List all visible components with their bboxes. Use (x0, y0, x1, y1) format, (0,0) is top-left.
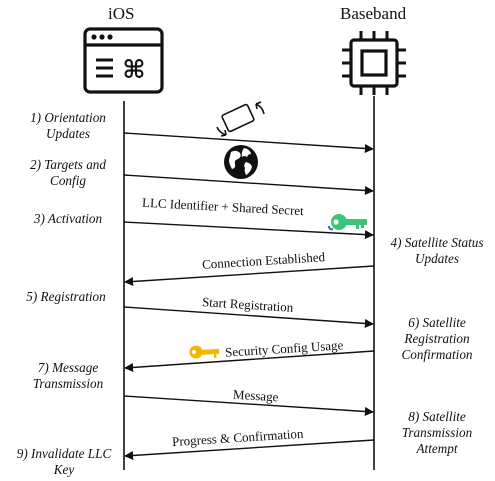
arrow-llc-identifier (123, 221, 374, 240)
step-6-note: 6) Satellite Registration Confirmation (384, 315, 490, 363)
globe-icon (224, 145, 258, 179)
step-2-line-2: Config (50, 173, 86, 188)
step-4-line-1: 4) Satellite Status (390, 235, 484, 250)
step-6-line-1: 6) Satellite (408, 315, 466, 330)
step-3-note: 3) Activation (18, 211, 118, 227)
message-message: Message (232, 386, 279, 405)
step-1-line-2: Updates (46, 126, 90, 141)
key-icon (328, 214, 367, 231)
arrow-targets-config (123, 174, 374, 195)
processor-chip-icon (342, 31, 406, 95)
step-8-line-3: Attempt (416, 441, 458, 456)
step-4-line-2: Updates (415, 251, 459, 266)
step-1-line-1: 1) Orientation (30, 110, 106, 125)
step-4-note: 4) Satellite Status Updates (382, 235, 492, 267)
ios-lane-title: iOS (108, 4, 135, 23)
arrow-progress-confirmation (124, 439, 375, 460)
arrow-security-config (124, 350, 375, 372)
svg-text:⌘: ⌘ (122, 55, 145, 84)
step-7-line-1: 7) Message (37, 360, 99, 375)
step-8-line-1: 8) Satellite (408, 409, 466, 424)
step-8-line-2: Transmission (401, 425, 473, 440)
step-5-line-1: 5) Registration (26, 289, 106, 304)
step-7-line-2: Transmission (32, 376, 104, 391)
step-5-note: 5) Registration (14, 289, 118, 305)
arrow-start-registration (123, 306, 374, 328)
key-icon (189, 345, 220, 359)
step-9-line-2: Key (53, 462, 75, 477)
step-3-line-1: 3) Activation (33, 211, 103, 226)
step-9-note: 9) Invalidate LLC Key (6, 446, 122, 478)
step-6-line-3: Confirmation (401, 347, 473, 362)
arrow-connection-established (124, 265, 375, 286)
step-9-line-1: 9) Invalidate LLC (16, 446, 112, 461)
step-6-line-2: Registration (404, 331, 470, 346)
step-2-line-1: 2) Targets and (30, 157, 106, 172)
app-window-command-icon: ⌘ (83, 27, 164, 94)
step-7-note: 7) Message Transmission (18, 360, 118, 392)
baseband-lane-title: Baseband (340, 4, 407, 23)
step-8-note: 8) Satellite Transmission Attempt (384, 409, 490, 457)
arrow-orientation-updates (123, 132, 374, 153)
arrow-message (123, 395, 374, 416)
device-rotation-icon (216, 101, 265, 137)
step-1-note: 1) Orientation Updates (18, 110, 118, 142)
step-2-note: 2) Targets and Config (18, 157, 118, 189)
